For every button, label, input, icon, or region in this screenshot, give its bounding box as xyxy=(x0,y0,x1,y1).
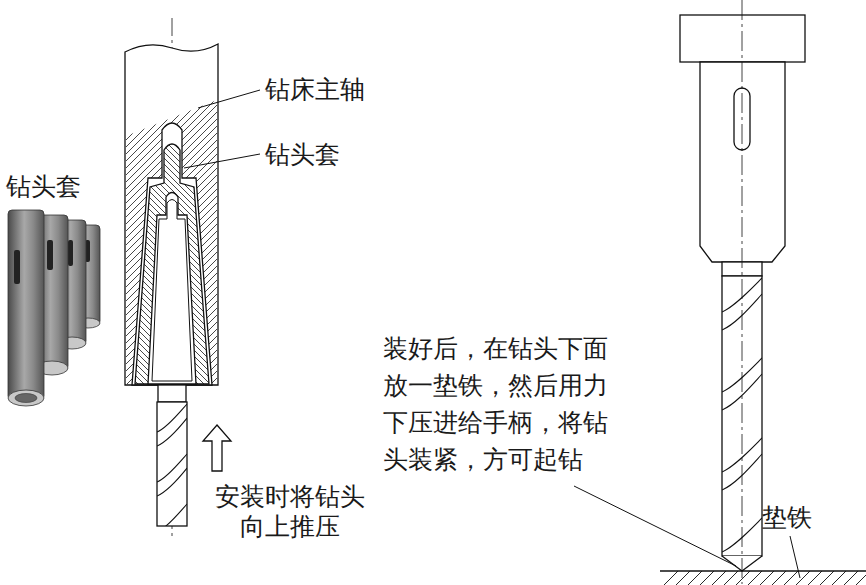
part-label: 钻头套 xyxy=(265,140,340,170)
spindle-hatch xyxy=(126,100,217,384)
drill-neck xyxy=(158,385,186,402)
instruction-note: 装好后，在钻头下面放一垫铁，然后用力下压进给手柄，将钻头装紧，方可起钻 xyxy=(383,330,617,478)
spindle-section xyxy=(125,18,218,540)
push-arrow xyxy=(203,425,231,471)
packing-iron xyxy=(660,571,866,585)
spindle-body xyxy=(125,44,218,385)
part-label: 垫铁 xyxy=(762,503,812,533)
leader-line xyxy=(790,536,800,578)
leader-line xyxy=(184,154,260,168)
leader-line xyxy=(198,90,260,108)
spindle-view xyxy=(680,0,805,584)
spindle-head xyxy=(680,15,805,62)
part-label: 钻头套 xyxy=(6,172,81,202)
part-label: 钻床主轴 xyxy=(265,75,365,105)
drill-flutes xyxy=(157,404,187,526)
spindle-bore xyxy=(132,123,212,385)
leader-line xyxy=(574,486,736,566)
drill-body xyxy=(157,402,187,526)
leader-lines xyxy=(184,90,800,578)
sleeve-piece xyxy=(8,210,44,406)
sleeve-outer xyxy=(700,62,785,262)
sleeve-bore xyxy=(148,193,196,385)
instruction-note: 安装时将钻头向上推压 xyxy=(212,482,368,542)
center-line xyxy=(742,0,743,584)
sleeve-photo xyxy=(8,210,100,406)
drill-taper xyxy=(152,200,192,382)
sleeve-section xyxy=(135,144,209,384)
